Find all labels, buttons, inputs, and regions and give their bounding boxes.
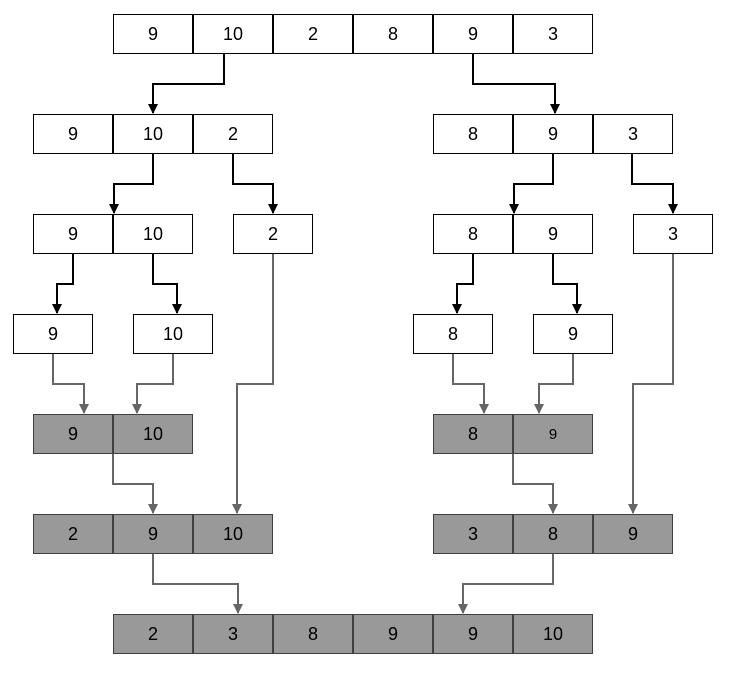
array-cell: 9 — [33, 114, 113, 154]
array-cell: 9 — [13, 314, 93, 354]
split-arrow — [452, 254, 474, 314]
array-cell: 3 — [633, 214, 713, 254]
array-cell: 8 — [413, 314, 493, 354]
final-cell: 2 — [113, 614, 193, 654]
array-cell: 9 — [513, 114, 593, 154]
array-cell: 10 — [113, 214, 193, 254]
array-cell: 8 — [353, 14, 433, 54]
sorted-cell: 2 — [33, 514, 113, 554]
array-cell: 10 — [133, 314, 213, 354]
sorted-cell: 9 — [113, 514, 193, 554]
merge-arrow — [132, 354, 174, 414]
sorted-cell: 3 — [433, 514, 513, 554]
final-cell: 8 — [273, 614, 353, 654]
array-cell: 10 — [113, 114, 193, 154]
array-cell: 9 — [113, 14, 193, 54]
sorted-cell: 9 — [593, 514, 673, 554]
split-arrow — [148, 54, 225, 114]
merge-arrow — [152, 554, 243, 614]
array-cell: 3 — [513, 14, 593, 54]
array-cell: 2 — [273, 14, 353, 54]
split-arrow — [509, 154, 554, 214]
array-cell: 2 — [233, 214, 313, 254]
array-cell: 10 — [193, 14, 273, 54]
array-cell: 9 — [533, 314, 613, 354]
split-arrow — [472, 54, 560, 114]
split-arrow — [152, 254, 182, 314]
array-cell: 2 — [193, 114, 273, 154]
final-cell: 9 — [353, 614, 433, 654]
merge-arrow — [112, 454, 158, 514]
sorted-cell: 9 — [513, 414, 593, 454]
split-arrow — [232, 154, 278, 214]
split-arrow — [52, 254, 74, 314]
sorted-cell: 9 — [33, 414, 113, 454]
split-arrow — [109, 154, 154, 214]
sorted-cell: 8 — [433, 414, 513, 454]
array-cell: 3 — [593, 114, 673, 154]
array-cell: 8 — [433, 214, 513, 254]
array-cell: 9 — [433, 14, 513, 54]
merge-arrow — [512, 454, 558, 514]
sorted-cell: 8 — [513, 514, 593, 554]
merge-arrow — [628, 254, 674, 514]
merge-arrow — [534, 354, 574, 414]
array-cell: 8 — [433, 114, 513, 154]
merge-arrow — [452, 354, 489, 414]
final-cell: 9 — [433, 614, 513, 654]
merge-arrow — [232, 254, 274, 514]
final-cell: 3 — [193, 614, 273, 654]
merge-arrow — [52, 354, 89, 414]
split-arrow — [552, 254, 582, 314]
split-arrow — [631, 154, 678, 214]
sorted-cell: 10 — [113, 414, 193, 454]
final-cell: 10 — [513, 614, 593, 654]
merge-arrow — [458, 554, 554, 614]
sorted-cell: 10 — [193, 514, 273, 554]
array-cell: 9 — [513, 214, 593, 254]
array-cell: 9 — [33, 214, 113, 254]
